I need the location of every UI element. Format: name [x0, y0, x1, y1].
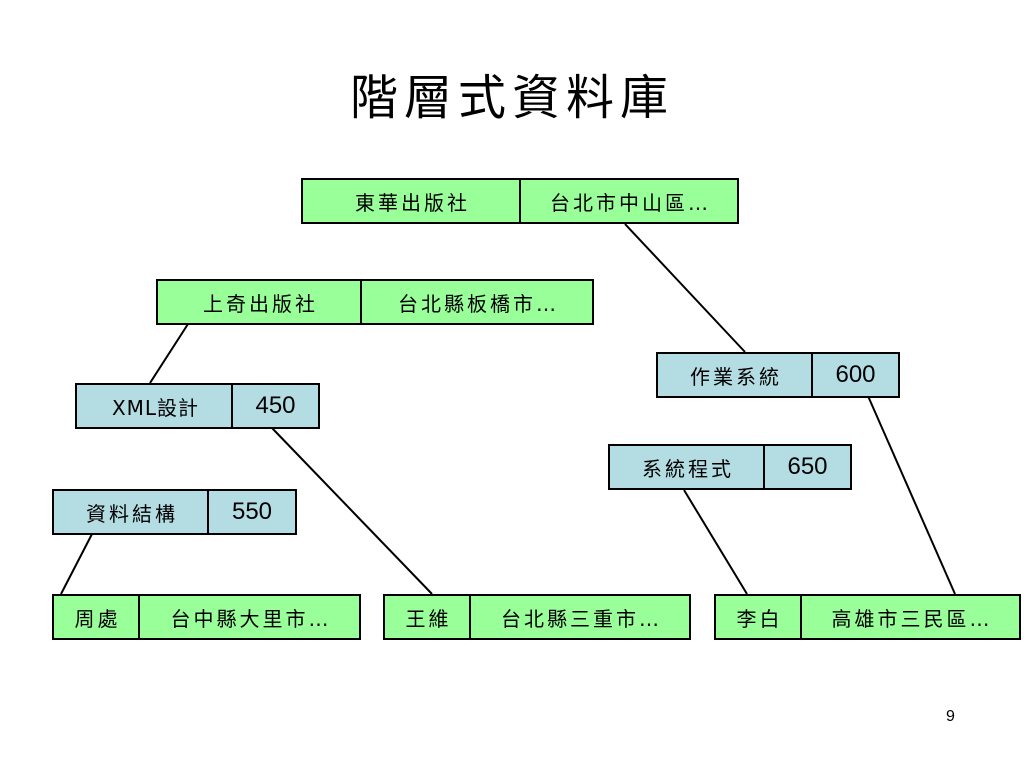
link-sysprog-libai [683, 489, 748, 595]
record-name: 周處 [74, 606, 121, 631]
record-price: 550 [207, 491, 295, 533]
record-name: 上奇出版社 [203, 291, 318, 316]
link-dongwa-os [624, 223, 746, 353]
record-ds-book: 資料結構 550 [52, 489, 297, 535]
record-address: 高雄市三民區… [800, 596, 1019, 638]
record-name: 王維 [405, 606, 452, 631]
record-address: 台北縣板橋市… [360, 281, 592, 323]
record-xml-book: XML設計 450 [75, 383, 320, 429]
record-name: 東華出版社 [355, 190, 470, 215]
record-address: 台中縣大里市… [138, 596, 359, 638]
link-os-libai [867, 395, 956, 595]
record-libai-author: 李白 高雄市三民區… [714, 594, 1021, 640]
record-price: 450 [231, 385, 318, 427]
page-number: 9 [946, 708, 955, 725]
record-os-book: 作業系統 600 [656, 352, 900, 398]
record-title: 系統程式 [642, 456, 734, 481]
link-ds-zhouchu [60, 533, 93, 595]
record-title: XML設計 [111, 395, 200, 420]
record-price: 600 [811, 354, 898, 396]
record-price: 650 [763, 446, 850, 488]
record-sysprog-book: 系統程式 650 [608, 444, 852, 490]
slide-title: 階層式資料庫 [349, 70, 674, 126]
record-address: 台北縣三重市… [469, 596, 689, 638]
record-title: 作業系統 [690, 364, 782, 389]
record-address: 台北市中山區… [519, 180, 737, 222]
link-shangqi-xml [149, 323, 189, 384]
link-xml-wangwei [271, 427, 433, 595]
record-dongwa-publisher: 東華出版社 台北市中山區… [301, 178, 739, 224]
record-title: 資料結構 [86, 501, 178, 526]
record-shangqi-publisher: 上奇出版社 台北縣板橋市… [156, 279, 594, 325]
record-wangwei-author: 王維 台北縣三重市… [383, 594, 691, 640]
record-zhouchu-author: 周處 台中縣大里市… [52, 594, 361, 640]
record-name: 李白 [736, 606, 783, 631]
